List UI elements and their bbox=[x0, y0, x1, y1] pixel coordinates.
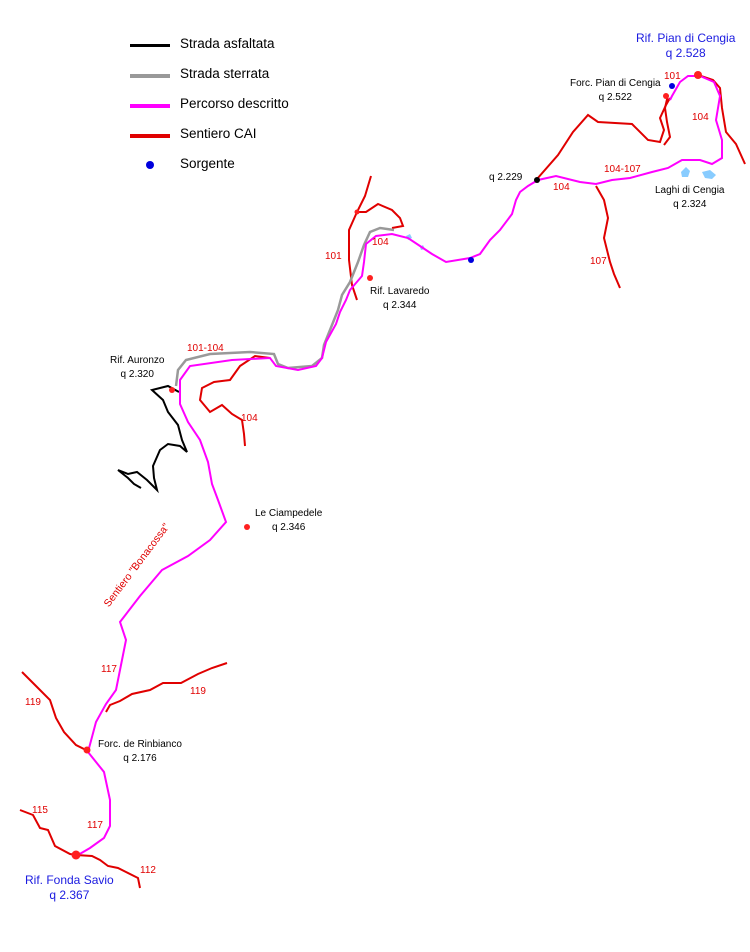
hut-pian-cengia bbox=[694, 71, 702, 79]
legend-swatch-route bbox=[130, 104, 170, 108]
hut-rinbianco bbox=[83, 746, 91, 754]
cai-trail bbox=[663, 94, 672, 146]
legend-row-gravel: Strada sterrata bbox=[128, 64, 388, 94]
label-lavaredo-alt: q 2.344 bbox=[383, 300, 417, 311]
trail-label: 104 bbox=[553, 182, 570, 193]
label-laghi-name: Laghi di Cengia bbox=[655, 185, 725, 196]
trail-label: 104 bbox=[692, 112, 709, 123]
trail-label: 107 bbox=[590, 256, 607, 267]
label-forc-pian-alt: q 2.522 bbox=[598, 92, 632, 103]
label-fonda-savio-alt: q 2.367 bbox=[49, 888, 90, 902]
cai-trail bbox=[357, 202, 405, 229]
cai-trails bbox=[19, 74, 746, 889]
point-q2229 bbox=[534, 177, 540, 183]
trail-label: 101 bbox=[664, 71, 681, 82]
legend-row-route: Percorso descritto bbox=[128, 94, 388, 124]
label-fonda-savio-name: Rif. Fonda Savio bbox=[25, 873, 114, 887]
cai-trail bbox=[536, 97, 671, 180]
cai-trail bbox=[75, 854, 141, 889]
label-forc-pian: Forc. Pian di Cengia q 2.522 bbox=[570, 77, 661, 105]
spring-marker bbox=[468, 257, 474, 263]
label-pian-cengia-alt: q 2.528 bbox=[665, 46, 706, 60]
label-lavaredo: Rif. Lavaredo q 2.344 bbox=[370, 285, 429, 313]
lake-cengia-1 bbox=[681, 167, 690, 177]
label-q2229: q 2.229 bbox=[489, 171, 522, 185]
trail-label: 119 bbox=[190, 686, 206, 697]
trail-label: 104 bbox=[372, 237, 389, 248]
label-q2229-text: q 2.229 bbox=[489, 172, 523, 183]
label-ciampedele-alt: q 2.346 bbox=[271, 522, 306, 533]
label-lavaredo-name: Rif. Lavaredo bbox=[370, 286, 430, 297]
legend-swatch-gravel bbox=[130, 74, 170, 78]
trail-label: 117 bbox=[87, 820, 103, 831]
spring-marker bbox=[669, 83, 675, 89]
legend-label-paved: Strada asfaltata bbox=[180, 36, 275, 51]
trail-label: 115 bbox=[32, 805, 48, 816]
label-laghi-alt: q 2.324 bbox=[673, 199, 707, 210]
trail-label: 101 bbox=[325, 251, 342, 262]
hut-fonda-savio bbox=[71, 850, 81, 860]
legend-swatch-paved bbox=[130, 44, 170, 47]
legend-swatch-cai bbox=[130, 134, 170, 138]
gravel-road bbox=[174, 226, 395, 387]
label-pian-cengia: Rif. Pian di Cengia q 2.528 bbox=[636, 31, 735, 61]
cai-trail bbox=[19, 809, 77, 856]
hut-marker bbox=[354, 209, 360, 215]
trail-label: 101-104 bbox=[187, 343, 224, 354]
hut-lavaredo bbox=[367, 275, 373, 281]
label-rinbianco-alt: q 2.176 bbox=[123, 753, 157, 764]
trail-label: 104 bbox=[241, 413, 258, 424]
trail-label: 117 bbox=[101, 664, 117, 675]
legend-row-cai: Sentiero CAI bbox=[128, 124, 388, 154]
legend-spring-icon bbox=[146, 161, 154, 169]
label-pian-cengia-name: Rif. Pian di Cengia bbox=[636, 31, 736, 45]
legend-row-spring: Sorgente bbox=[128, 154, 388, 184]
legend-row-paved: Strada asfaltata bbox=[128, 34, 388, 64]
hut-ciampedele bbox=[244, 524, 250, 530]
label-forc-pian-name: Forc. Pian di Cengia bbox=[570, 78, 661, 89]
hut-forc-pian bbox=[663, 93, 669, 99]
cai-trail bbox=[21, 671, 87, 751]
point-markers bbox=[71, 71, 702, 860]
legend-label-cai: Sentiero CAI bbox=[180, 126, 257, 141]
springs bbox=[468, 83, 675, 263]
paved-road bbox=[117, 384, 188, 494]
legend-label-spring: Sorgente bbox=[180, 156, 235, 171]
lake-cengia-2 bbox=[702, 170, 716, 179]
cai-trail bbox=[198, 354, 271, 447]
route-path bbox=[77, 75, 723, 856]
label-ciampedele-name: Le Ciampedele bbox=[255, 508, 323, 519]
label-fonda-savio: Rif. Fonda Savio q 2.367 bbox=[25, 873, 114, 903]
trail-label: 119 bbox=[25, 697, 41, 708]
cai-trail bbox=[697, 74, 746, 165]
hut-auronzo bbox=[169, 387, 175, 393]
label-auronzo-name: Rif. Auronzo bbox=[110, 355, 165, 366]
label-auronzo-alt: q 2.320 bbox=[120, 369, 154, 380]
trail-label: 104-107 bbox=[604, 164, 641, 175]
cai-trail bbox=[105, 662, 228, 713]
label-auronzo: Rif. Auronzo q 2.320 bbox=[110, 354, 164, 382]
cai-trail bbox=[348, 175, 372, 301]
legend-label-gravel: Strada sterrata bbox=[180, 66, 270, 81]
legend-label-route: Percorso descritto bbox=[180, 96, 289, 111]
map-legend: Strada asfaltata Strada sterrata Percors… bbox=[128, 34, 388, 184]
trail-label: 112 bbox=[140, 865, 156, 876]
cai-trail bbox=[595, 185, 621, 289]
label-ciampedele: Le Ciampedele q 2.346 bbox=[255, 507, 322, 535]
label-rinbianco-name: Forc. de Rinbianco bbox=[98, 739, 182, 750]
label-rinbianco: Forc. de Rinbianco q 2.176 bbox=[98, 738, 182, 766]
label-laghi: Laghi di Cengia q 2.324 bbox=[655, 184, 725, 212]
